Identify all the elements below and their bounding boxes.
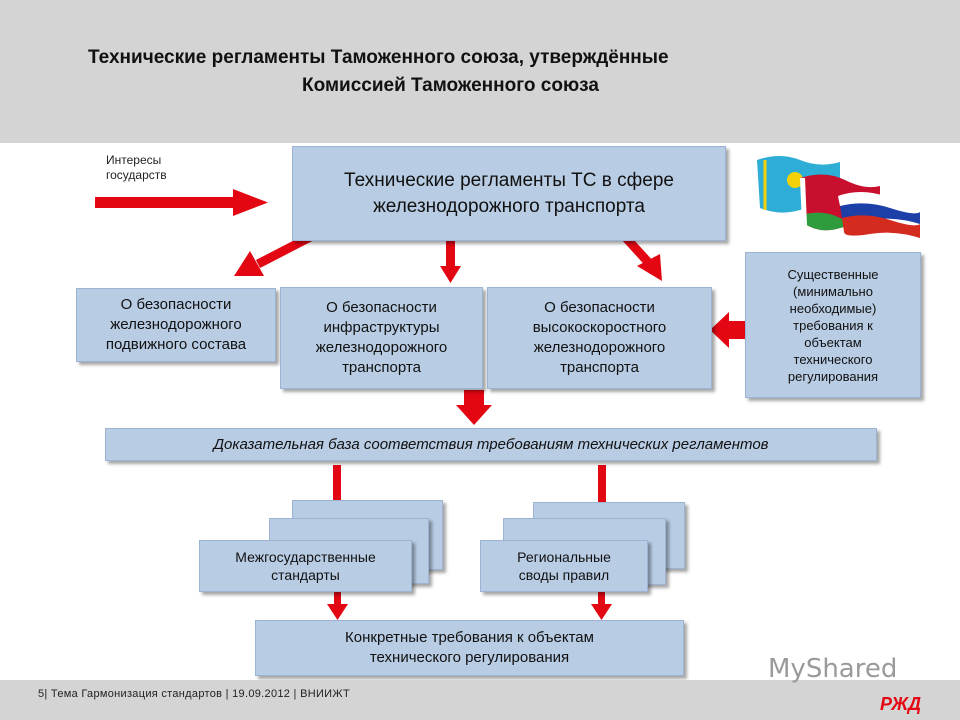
rzd-logo: РЖД: [880, 694, 921, 715]
specific-requirements-box: Конкретные требования к объектам техниче…: [255, 620, 684, 676]
interstate-standards-text: Межгосударственные стандарты: [235, 549, 376, 583]
evidence-base-text: Доказательная база соответствия требован…: [213, 436, 769, 453]
title-line-2: Комиссией Таможенного союза: [302, 75, 599, 96]
infrastructure-text: О безопасности инфраструктуры железнодор…: [315, 299, 448, 376]
rzd-logo-text: РЖД: [880, 694, 922, 714]
regional-codes-box: Региональные своды правил: [480, 540, 648, 592]
essential-requirements-box: Существенные (минимально необходимые) тр…: [745, 252, 921, 398]
interstate-standards-box: Межгосударственные стандарты: [199, 540, 412, 592]
watermark-text: MyShared: [768, 654, 898, 684]
footer-text: 5| Тема Гармонизация стандартов | 19.09.…: [38, 688, 350, 700]
essential-requirements-text: Существенные (минимально необходимые) тр…: [787, 266, 879, 384]
arrow-to-evidence-base: [456, 390, 492, 425]
high-speed-box: О безопасности высокоскоростного железно…: [487, 287, 712, 389]
flags-icon: [757, 156, 920, 238]
arrow-regional-to-specific: [591, 592, 612, 620]
high-speed-text: О безопасности высокоскоростного железно…: [532, 299, 667, 376]
regional-codes-text: Региональные своды правил: [517, 549, 611, 583]
watermark: MyShared: [768, 654, 897, 684]
arrow-interstate-to-specific: [327, 592, 348, 620]
evidence-base-bar: Доказательная база соответствия требован…: [105, 428, 877, 461]
page-title: Технические регламенты Таможенного союза…: [60, 44, 860, 100]
interests-label: Интересы государств: [106, 153, 167, 182]
rolling-stock-box: О безопасности железнодорожного подвижно…: [76, 288, 276, 362]
footer-band: [0, 680, 960, 720]
rolling-stock-text: О безопасности железнодорожного подвижно…: [105, 296, 247, 353]
infrastructure-box: О безопасности инфраструктуры железнодор…: [280, 287, 483, 389]
title-line-1: Технические регламенты Таможенного союза…: [88, 47, 669, 68]
header-band: [0, 0, 960, 143]
interests-arrow: [95, 189, 268, 216]
specific-requirements-text: Конкретные требования к объектам техниче…: [345, 629, 594, 666]
main-regulations-box: Технические регламенты ТС в сфере железн…: [292, 146, 726, 241]
arrow-from-essential: [710, 312, 746, 348]
main-regulations-text: Технические регламенты ТС в сфере железн…: [344, 169, 674, 217]
